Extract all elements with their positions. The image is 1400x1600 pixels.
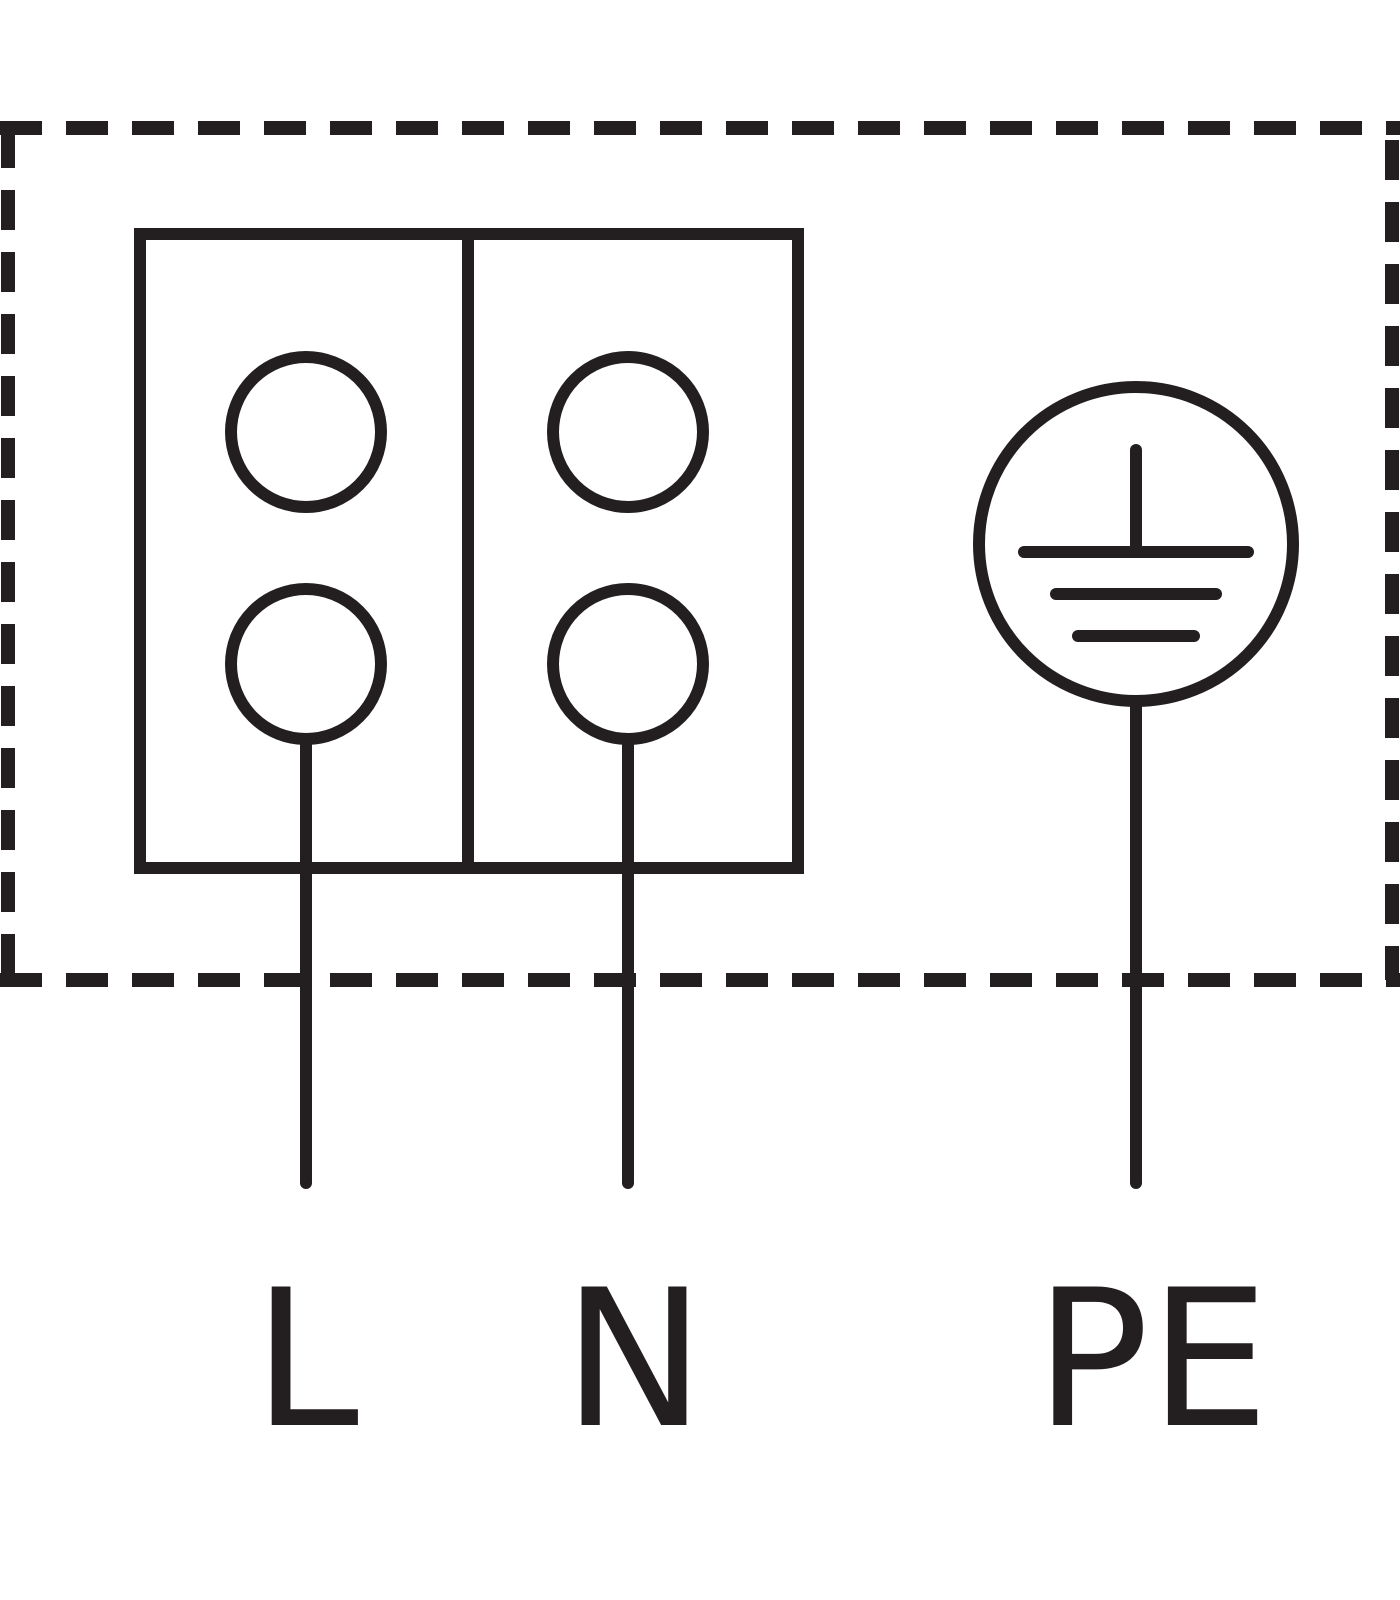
device-enclosure — [0, 121, 1400, 1189]
conductor-leads — [300, 695, 1142, 1189]
terminal-labels: L N PE — [253, 1249, 1269, 1470]
label-pe: PE — [1035, 1249, 1270, 1470]
terminal-l-screw-top — [225, 351, 387, 513]
label-n: N — [563, 1249, 705, 1470]
label-l: L — [253, 1249, 359, 1470]
terminal-n-screw-top — [547, 351, 709, 513]
